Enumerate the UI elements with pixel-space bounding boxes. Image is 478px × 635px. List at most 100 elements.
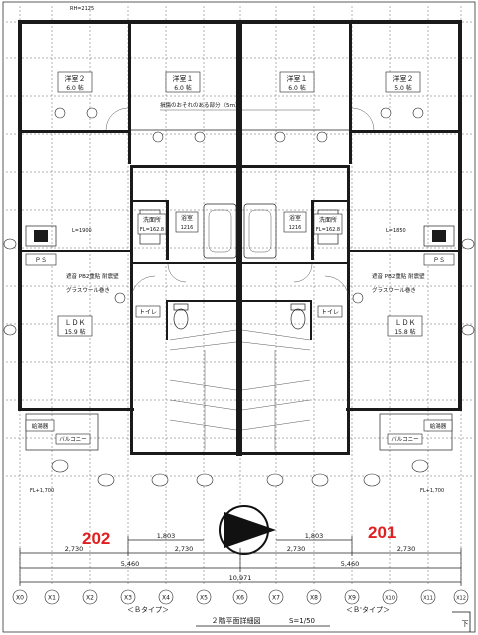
- upper-room-dividers: [131, 109, 349, 131]
- room-label-western-center-left: 洋室１ 6.0 帖: [165, 71, 201, 93]
- room-label-ps-left: ＰＳ: [25, 253, 57, 266]
- grid-axis-label: X6: [236, 595, 244, 602]
- svg-text:バルコニー: バルコニー: [59, 436, 86, 443]
- room-label-heater-left: 給湯器: [25, 419, 55, 432]
- balcony-area-right: [379, 413, 453, 451]
- dimension-row1-0: 2,730: [65, 545, 84, 553]
- north-arrow-icon: [219, 505, 276, 555]
- svg-text:ＰＳ: ＰＳ: [35, 257, 47, 264]
- room-label-bath-left: 浴室 1216: [175, 211, 199, 233]
- grid-axis-label: X1: [48, 595, 56, 602]
- wall-sub-left: グラスウール巻き: [66, 286, 110, 294]
- rh-note: RH=2125: [70, 6, 94, 12]
- room-size: 1216: [181, 225, 194, 231]
- dimension-row2-0: 5,460: [121, 560, 140, 568]
- svg-text:ＰＳ: ＰＳ: [433, 257, 445, 264]
- room-name: 洋室１: [287, 74, 308, 83]
- toilet-fixture-left: [173, 303, 189, 330]
- room-size: 1216: [289, 225, 302, 231]
- fl-note-right: FL+1,700: [420, 488, 444, 494]
- dimension-row2-1: 5,460: [341, 560, 360, 568]
- room-label-toilet-left: トイレ: [135, 305, 161, 318]
- room-name: ＬＤＫ: [65, 319, 86, 327]
- grid-axis-label: X12: [456, 596, 466, 602]
- room-name: ＬＤＫ: [395, 319, 416, 327]
- room-name: 洋室２: [65, 74, 86, 83]
- room-label-ldk-right: ＬＤＫ 15.8 帖: [387, 315, 423, 337]
- room-name: 洋室１: [173, 74, 194, 83]
- room-name: 洋室２: [393, 74, 414, 83]
- room-size: 5.0 帖: [394, 84, 411, 92]
- grid-axis-label: X8: [310, 595, 318, 602]
- room-size: 15.9 帖: [64, 328, 85, 336]
- grid-axis-x2: X2: [82, 589, 98, 605]
- room-label-washroom-right: 洗面所 FL=162.8: [313, 213, 343, 235]
- grid-axis-x10: X10: [382, 589, 398, 605]
- dimension-total: 10,971: [229, 574, 252, 582]
- bathtub-right: [243, 203, 277, 259]
- svg-text:バルコニー: バルコニー: [391, 436, 418, 443]
- fl-note-left: FL+1,700: [30, 488, 54, 494]
- room-label-balcony-right: バルコニー: [387, 433, 423, 445]
- stove-right: [432, 230, 446, 242]
- kitchen-counter-left: [25, 225, 57, 247]
- grid-axis-label: X9: [348, 595, 356, 602]
- room-label-toilet-right: トイレ: [317, 305, 343, 318]
- wall-note-right: 遮音 PB2重貼 耐震壁: [372, 272, 425, 280]
- balcony-area-left: [25, 413, 99, 451]
- type-label-left: ＜Ｂタイプ＞: [127, 605, 169, 614]
- svg-text:下: 下: [462, 620, 469, 628]
- kitchen-counter-right: [423, 225, 455, 247]
- grid-axis-label: X0: [16, 595, 24, 602]
- grid-axis-x12: X12: [453, 589, 469, 605]
- level-note-left: L=1900: [72, 228, 92, 234]
- dimension-upper-right: 1,803: [305, 532, 324, 540]
- dimension-row1-1: 2,730: [175, 545, 194, 553]
- partition-note: 損傷のおそれのある部分（5ｍ）: [160, 101, 241, 109]
- svg-text:給湯器: 給湯器: [32, 422, 49, 430]
- grid-axis-label: X2: [86, 595, 94, 602]
- grid-axis-x11: X11: [420, 589, 436, 605]
- grid-axis-label: X3: [124, 595, 132, 602]
- unit-number-right: 201: [368, 523, 396, 542]
- center-hall-right: [241, 329, 311, 450]
- type-label-right: ＜Ｂ'タイプ＞: [346, 605, 390, 614]
- title-block: ２階平面詳細図 S=1/50: [196, 616, 330, 627]
- grid-axis-x8: X8: [306, 589, 322, 605]
- grid-axis-x1: X1: [44, 589, 60, 605]
- grid-axis-label: X4: [162, 595, 170, 602]
- room-size: 6.0 帖: [174, 84, 191, 92]
- dimension-upper-left: 1,803: [157, 532, 176, 540]
- stove-left: [34, 230, 48, 242]
- grid-axis-x4: X4: [158, 589, 174, 605]
- wall-note-left: 遮音 PB2重貼 耐震壁: [66, 272, 119, 280]
- grid-axis-x5: X5: [196, 589, 212, 605]
- svg-text:トイレ: トイレ: [139, 309, 157, 316]
- room-size: 6.0 帖: [66, 84, 83, 92]
- grid-axis-row: X0 X1 X2 X3 X4 X5 X6 X7 X8 X9 X10 X11 X12: [12, 589, 469, 605]
- toilet-fixture-right: [290, 303, 306, 330]
- grid-axis-x7: X7: [268, 589, 284, 605]
- window-tags-top: [54, 107, 424, 304]
- drawing-scale: S=1/50: [289, 617, 315, 625]
- grid-axis-label: X7: [272, 595, 280, 602]
- room-name: 浴室: [181, 214, 193, 222]
- grid-axis-x0: X0: [12, 589, 28, 605]
- wall-sub-right: グラスウール巻き: [372, 286, 416, 294]
- dimension-lines: [19, 536, 462, 586]
- interior-walls-right: [242, 24, 458, 340]
- party-wall: [236, 20, 242, 456]
- room-label-ps-right: ＰＳ: [423, 253, 455, 266]
- room-label-heater-right: 給湯器: [423, 419, 453, 432]
- svg-text:トイレ: トイレ: [321, 309, 339, 316]
- window-tags-bottom: [51, 459, 429, 487]
- room-size: 15.8 帖: [394, 328, 415, 336]
- room-name: 洗面所: [319, 216, 337, 224]
- drawing-title: ２階平面詳細図: [212, 616, 261, 625]
- grid-axis-x3: X3: [120, 589, 136, 605]
- door-swings: [105, 107, 375, 301]
- room-name: 浴室: [289, 214, 301, 222]
- bathtub-left: [203, 203, 237, 259]
